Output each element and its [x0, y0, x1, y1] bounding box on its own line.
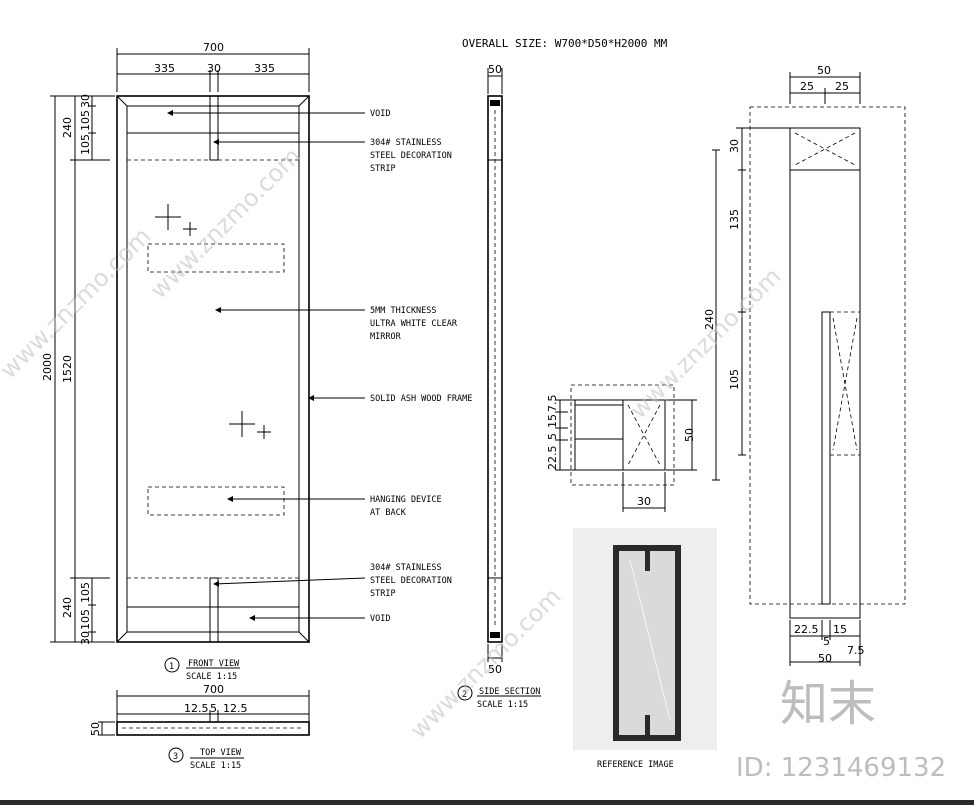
- side-section: 50 50 2 SIDE SECTION SCALE 1:15: [457, 63, 541, 710]
- overall-size-title: OVERALL SIZE: W700*D50*H2000 MM: [462, 37, 668, 50]
- dim-105-top-a: 105: [79, 134, 92, 155]
- detail-dim-5: 5: [546, 433, 559, 440]
- detail-dim-50: 50: [683, 428, 696, 442]
- callout-strip-bottom-2: STEEL DECORATION: [370, 576, 452, 586]
- large-dim-22-5: 22.5: [794, 623, 819, 636]
- dim-105-bottom-a: 105: [79, 582, 92, 603]
- top-view-title: TOP VIEW: [200, 748, 242, 758]
- top-view-scale: SCALE 1:15: [190, 761, 241, 771]
- callout-texts: VOID 304# STAINLESS STEEL DECORATION STR…: [370, 109, 472, 624]
- watermark-site-4: www.znzmo.com: [624, 262, 786, 424]
- front-view-label: 1 FRONT VIEW SCALE 1:15: [164, 657, 240, 682]
- large-dim-105: 105: [728, 369, 741, 390]
- dim-240-top: 240: [61, 117, 74, 138]
- large-dim-5: 5: [823, 635, 830, 648]
- callout-strip-top-1: 304# STAINLESS: [370, 138, 442, 148]
- watermark-brand: 知末: [780, 676, 876, 732]
- front-left-dimensions: 2000 1520 240 105 105 30 240 105 105 30: [41, 94, 115, 645]
- callout-void-top: VOID: [370, 109, 390, 119]
- side-dim-50-bottom: 50: [488, 663, 502, 676]
- steel-strip-bottom: [209, 577, 219, 643]
- side-section-scale: SCALE 1:15: [477, 700, 528, 710]
- front-view-number: 1: [169, 662, 174, 672]
- hanging-device-top: [147, 243, 285, 273]
- large-dim-30: 30: [728, 139, 741, 153]
- dim-30-top: 30: [79, 94, 92, 108]
- watermark-site-1: www.znzmo.com: [0, 222, 157, 384]
- large-dim-135: 135: [728, 209, 741, 230]
- steel-strip-top: [209, 95, 219, 161]
- dim-700: 700: [203, 41, 224, 54]
- detail-dim-15: 15: [546, 414, 559, 428]
- callout-void-bottom: VOID: [370, 614, 390, 624]
- top-view: 700 12.5 5 12.5 50 3 TOP VIEW SCALE 1:15: [89, 683, 310, 771]
- callout-mirror-2: ULTRA WHITE CLEAR: [370, 319, 458, 329]
- hanging-device-bottom: [147, 486, 285, 516]
- reference-image-label: REFERENCE IMAGE: [597, 760, 674, 770]
- detail-dim-30: 30: [637, 495, 651, 508]
- callout-strip-bottom-3: STRIP: [370, 589, 396, 599]
- reference-image: REFERENCE IMAGE: [573, 528, 717, 770]
- mirror-panel: [126, 132, 300, 608]
- side-section-body: [487, 95, 503, 643]
- callout-strip-top-3: STRIP: [370, 164, 396, 174]
- front-view-title: FRONT VIEW: [188, 659, 240, 669]
- watermark-site-2: www.znzmo.com: [144, 142, 306, 304]
- detail-dim-22-5: 22.5: [546, 446, 559, 471]
- dim-2000: 2000: [41, 353, 54, 381]
- callout-strip-bottom-1: 304# STAINLESS: [370, 563, 442, 573]
- callout-hanging-2: AT BACK: [370, 508, 407, 518]
- large-detail: 50 25 25 30 135 240 105 22.5 5 15 5: [703, 64, 906, 666]
- side-dim-50-top: 50: [488, 63, 502, 76]
- watermark-site-3: www.znzmo.com: [404, 582, 566, 744]
- callout-hanging-1: HANGING DEVICE: [370, 495, 442, 505]
- large-dim-50-top: 50: [817, 64, 831, 77]
- large-dim-50-bottom: 50: [818, 652, 832, 665]
- top-dim-12-5-b: 12.5: [223, 702, 248, 715]
- dim-335-right: 335: [254, 62, 275, 75]
- large-dim-25-a: 25: [800, 80, 814, 93]
- detail-dim-7-5: 7.5: [546, 395, 559, 413]
- side-section-title: SIDE SECTION: [479, 687, 540, 697]
- section-detail: 7.5 15 5 22.5 50 30: [546, 384, 697, 512]
- front-view: [116, 95, 310, 643]
- dim-240-bottom: 240: [61, 597, 74, 618]
- top-dim-5: 5: [210, 702, 217, 715]
- side-section-number: 2: [462, 690, 467, 700]
- top-dim-700: 700: [203, 683, 224, 696]
- callout-strip-top-2: STEEL DECORATION: [370, 151, 452, 161]
- dim-105-bottom-b: 105: [79, 609, 92, 630]
- dim-105-top-b: 105: [79, 110, 92, 131]
- front-top-dimensions: 700 335 30 335: [116, 41, 310, 92]
- dim-335-left: 335: [154, 62, 175, 75]
- large-dim-15: 15: [833, 623, 847, 636]
- bottom-bar: [0, 800, 974, 805]
- top-dim-50: 50: [89, 722, 102, 736]
- dim-1520: 1520: [61, 355, 74, 383]
- dim-30-bottom: 30: [79, 631, 92, 645]
- top-view-body: [116, 721, 310, 736]
- large-dim-25-b: 25: [835, 80, 849, 93]
- top-view-number: 3: [173, 752, 178, 762]
- callout-mirror-3: MIRROR: [370, 332, 402, 342]
- watermark-id: ID: 1231469132: [736, 753, 946, 783]
- callout-leaders: [167, 110, 366, 621]
- large-dim-240: 240: [703, 309, 716, 330]
- front-view-scale: SCALE 1:15: [186, 672, 237, 682]
- large-dim-7-5: 7.5: [847, 644, 865, 657]
- dim-30: 30: [207, 62, 221, 75]
- top-dim-12-5-a: 12.5: [184, 702, 209, 715]
- callout-mirror-1: 5MM THICKNESS: [370, 306, 437, 316]
- callout-frame: SOLID ASH WOOD FRAME: [370, 394, 472, 404]
